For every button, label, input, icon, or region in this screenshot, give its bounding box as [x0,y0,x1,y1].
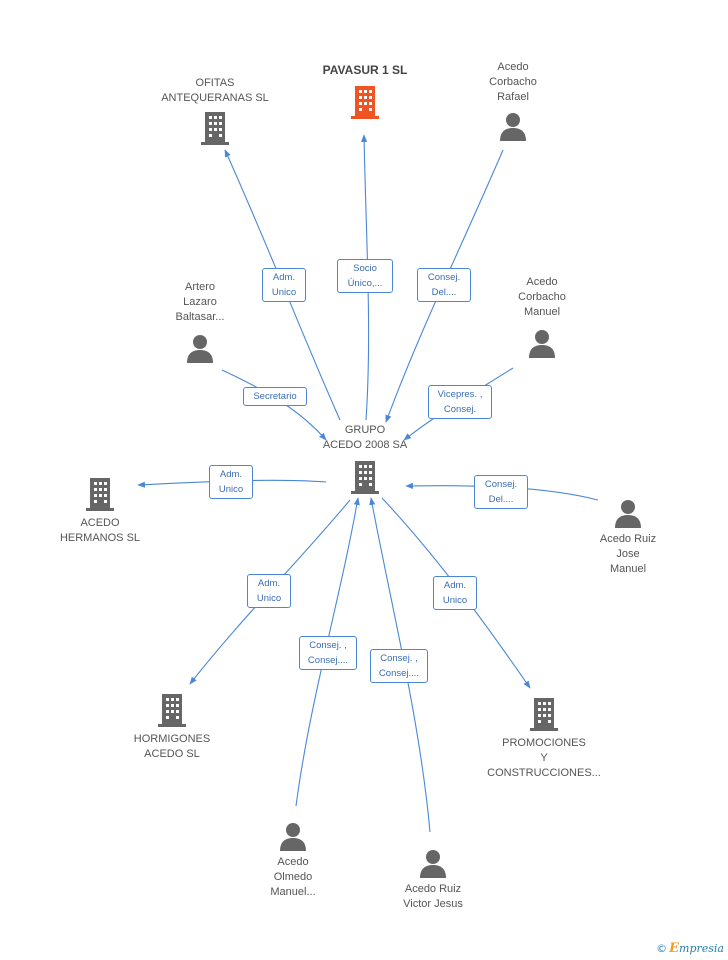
node-ofitas-antequeranas[interactable]: OFITAS ANTEQUERANAS SL [150,76,280,146]
building-icon [530,698,558,731]
building-icon [158,694,186,727]
node-label: OFITAS ANTEQUERANAS SL [161,77,269,104]
person-icon [500,113,526,141]
edge-label-promociones[interactable]: Adm. Unico [433,576,477,610]
edge-label-ofitas[interactable]: Adm. Unico [262,268,306,302]
node-label: Acedo Corbacho Rafael [489,61,537,103]
copyright-symbol: © [656,942,668,955]
brand-name: mpresia [679,942,724,955]
person-icon [420,850,446,878]
node-acedo-hermanos[interactable]: ACEDO HERMANOS SL [50,476,150,546]
node-label: ACEDO HERMANOS SL [59,517,141,544]
edge-label-artero[interactable]: Secretario [243,387,307,406]
edge-label-hormigones[interactable]: Adm. Unico [247,574,291,608]
edge-label-olmedo[interactable]: Consej. , Consej.... [299,636,357,670]
brand-initial: E [669,941,680,956]
edge-label-jose[interactable]: Consej. Del.... [474,475,528,509]
person-icon [280,823,306,851]
node-acedo-ruiz-jose[interactable]: Acedo Ruiz Jose Manuel [578,498,678,577]
edge-label-manuel[interactable]: Vicepres. , Consej. [428,385,492,419]
node-grupo-acedo-2008[interactable]: GRUPO ACEDO 2008 SA [300,423,430,495]
node-label: Artero Lazaro Baltasar... [175,281,225,323]
person-icon [187,335,213,363]
node-acedo-ruiz-victor[interactable]: Acedo Ruiz Victor Jesus [383,848,483,912]
node-promociones-construcciones[interactable]: PROMOCIONES Y CONSTRUCCIONES... [474,696,614,781]
node-hormigones-acedo[interactable]: HORMIGONES ACEDO SL [117,692,227,762]
edge-label-pavasur[interactable]: Socio Único,... [337,259,393,293]
node-label: Acedo Ruiz Jose Manuel [599,533,657,575]
building-icon [86,478,114,511]
node-label: Acedo Olmedo Manuel... [270,856,316,898]
node-acedo-corbacho-manuel[interactable]: Acedo Corbacho Manuel [492,275,592,358]
node-label: HORMIGONES ACEDO SL [133,733,211,760]
person-icon [615,500,641,528]
edge-label-hermanos[interactable]: Adm. Unico [209,465,253,499]
node-pavasur-focus[interactable]: PAVASUR 1 SL [300,63,430,120]
node-acedo-corbacho-rafael[interactable]: Acedo Corbacho Rafael [463,60,563,141]
node-label: Acedo Ruiz Victor Jesus [403,883,463,910]
node-label: Acedo Corbacho Manuel [518,276,566,318]
edge-label-rafael[interactable]: Consej. Del.... [417,268,471,302]
node-acedo-olmedo-manuel[interactable]: Acedo Olmedo Manuel... [243,821,343,900]
node-label: PAVASUR 1 SL [322,63,408,77]
building-icon [351,461,379,494]
person-icon [529,330,555,358]
node-label: GRUPO ACEDO 2008 SA [322,424,408,451]
building-icon-highlighted [351,86,379,119]
node-label: PROMOCIONES Y CONSTRUCCIONES... [487,737,601,779]
brand-watermark: ©Empresia [656,941,724,956]
building-icon [201,112,229,145]
node-artero-lazaro[interactable]: Artero Lazaro Baltasar... [150,280,250,363]
edge-label-victor[interactable]: Consej. , Consej.... [370,649,428,683]
